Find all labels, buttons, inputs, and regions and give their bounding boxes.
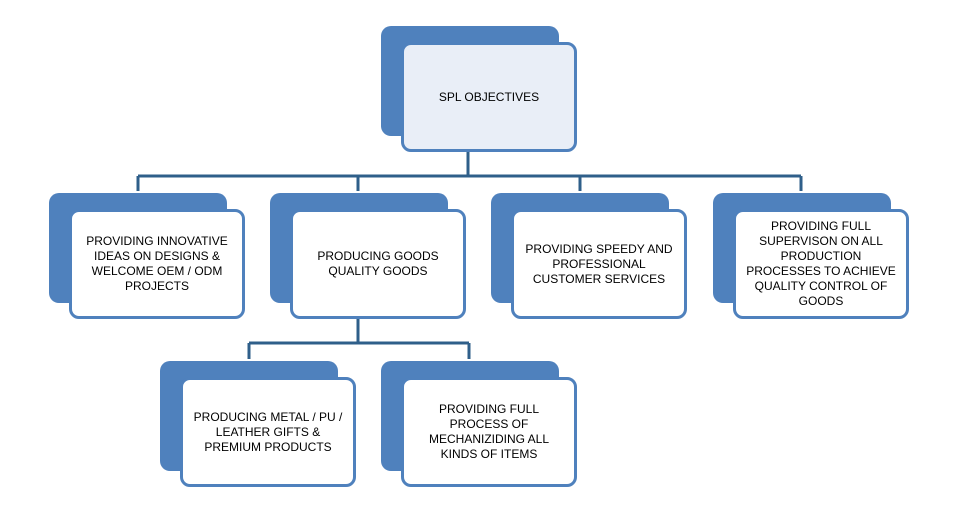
node-label: PROVIDING SPEEDY AND PROFESSIONAL CUSTOM… (525, 241, 673, 286)
node-box: PRODUCING METAL / PU / LEATHER GIFTS & P… (180, 377, 356, 487)
node-label: SPL OBJECTIVES (438, 89, 540, 104)
node-box: PROVIDING SPEEDY AND PROFESSIONAL CUSTOM… (511, 209, 687, 319)
node-box: PROVIDING INNOVATIVE IDEAS ON DESIGNS & … (69, 209, 245, 319)
node-label: PROVIDING INNOVATIVE IDEAS ON DESIGNS & … (86, 234, 228, 293)
node-box: SPL OBJECTIVES (401, 42, 577, 152)
node-box: PROVIDING FULL PROCESS OF MECHANIZIDING … (401, 377, 577, 487)
node-label: PROVIDING FULL SUPERVISON ON ALL PRODUCT… (746, 219, 896, 308)
node-box: PRODUCING GOODS QUALITY GOODS (290, 209, 466, 319)
node-label: PROVIDING FULL PROCESS OF MECHANIZIDING … (428, 402, 550, 461)
node-label: PRODUCING METAL / PU / LEATHER GIFTS & P… (193, 409, 343, 454)
node-box: PROVIDING FULL SUPERVISON ON ALL PRODUCT… (733, 209, 909, 319)
node-label: PRODUCING GOODS QUALITY GOODS (317, 249, 439, 278)
